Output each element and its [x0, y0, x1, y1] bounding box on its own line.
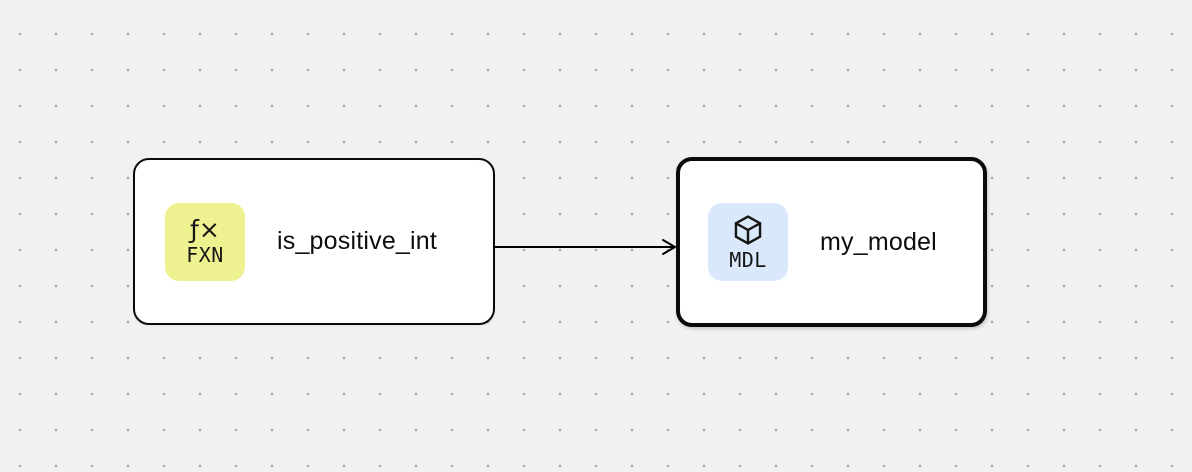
function-icon: ƒ×	[190, 215, 220, 245]
model-badge-code: MDL	[729, 247, 767, 272]
node-function-is-positive-int[interactable]: ƒ× FXN is_positive_int	[133, 158, 495, 325]
cube-icon	[734, 214, 762, 245]
node-model-my-model[interactable]: MDL my_model	[676, 157, 987, 327]
edge-arrow[interactable]	[494, 236, 680, 258]
node-label: my_model	[820, 227, 937, 256]
function-type-badge: ƒ× FXN	[165, 202, 245, 281]
function-badge-code: FXN	[186, 242, 224, 267]
model-type-badge: MDL	[708, 203, 788, 281]
node-label: is_positive_int	[277, 227, 438, 255]
